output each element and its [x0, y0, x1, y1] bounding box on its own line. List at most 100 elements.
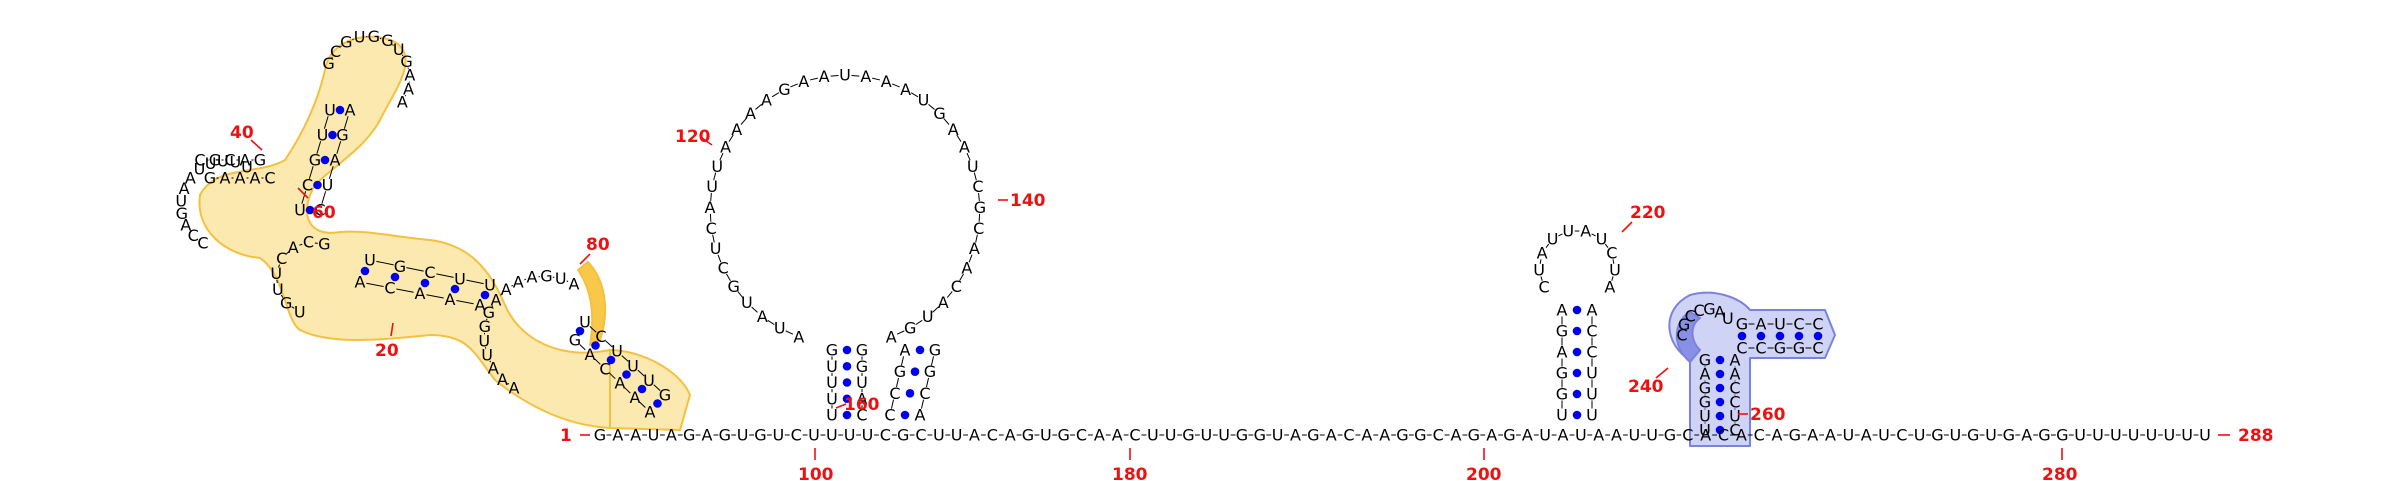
base-pair-dot	[842, 361, 852, 371]
nucleotide: C	[1685, 307, 1696, 326]
nucleotide: G	[2038, 426, 2050, 445]
base-pair-dot	[842, 378, 852, 387]
nucleotide: G	[1789, 426, 1801, 445]
backbone-segment	[456, 299, 474, 305]
nucleotide: A	[491, 290, 502, 309]
nucleotide: A	[630, 426, 641, 445]
backbone-segment	[308, 166, 314, 179]
backbone-segment	[975, 234, 978, 243]
nucleotide: G	[856, 357, 868, 376]
nucleotide: A	[1557, 343, 1568, 362]
backbone-segment	[830, 75, 839, 77]
backbone-segment	[1540, 276, 1543, 281]
base-pair-dot	[1715, 411, 1725, 421]
nucleotide: U	[741, 293, 753, 312]
base-pair-dot	[1572, 347, 1582, 357]
nucleotide: A	[220, 169, 231, 188]
nucleotide: U	[856, 373, 868, 392]
position-tick-60	[297, 187, 309, 199]
backbone-segment	[579, 344, 586, 351]
backbone-segment	[751, 306, 758, 313]
nucleotide: G	[1678, 315, 1690, 334]
nucleotide: A	[959, 138, 970, 157]
nucleotide: U	[478, 331, 490, 350]
nucleotide: A	[857, 389, 868, 408]
nucleotide: C	[1896, 426, 1907, 445]
nucleotide: A	[702, 426, 713, 445]
backbone-segment	[713, 172, 717, 181]
base-pair-dot	[1775, 331, 1785, 341]
backbone-layer	[206, 36, 2199, 436]
nucleotide: U	[1596, 229, 1608, 248]
backbone-segment	[507, 382, 510, 385]
backbone-segment	[401, 54, 404, 57]
nucleotide: G	[2056, 426, 2068, 445]
nucleotide: C	[599, 359, 610, 378]
nucleotide: G	[1967, 426, 1979, 445]
backbone-segment	[639, 401, 646, 408]
nucleotide: A	[501, 280, 512, 299]
nucleotide: C	[194, 151, 205, 170]
base-pair-dot	[575, 326, 585, 336]
nucleotide: A	[745, 104, 756, 123]
nucleotide: U	[826, 373, 838, 392]
nucleotide: U	[918, 91, 930, 110]
nucleotide: A	[404, 66, 415, 85]
nucleotide: A	[403, 80, 414, 99]
base-pair-dot	[1715, 397, 1725, 407]
nucleotide: U	[1040, 426, 1052, 445]
nucleotide: C	[330, 42, 341, 61]
nucleotide: G	[683, 426, 695, 445]
backbone-segment	[489, 360, 491, 363]
backbone-segment	[323, 116, 329, 129]
nucleotide: U	[294, 201, 306, 220]
nucleotide: C	[1718, 426, 1729, 445]
nucleotide: A	[1587, 301, 1598, 320]
nucleotide: A	[497, 370, 508, 389]
backbone-segment	[910, 92, 919, 98]
base-pair-dot	[480, 290, 490, 300]
base-pair-dot	[1715, 425, 1725, 435]
backbone-segment	[915, 319, 923, 326]
nucleotide: U	[1562, 222, 1574, 241]
backbone-segment	[1611, 276, 1614, 281]
nucleotide: G	[483, 303, 495, 322]
base-pair-dot	[1813, 331, 1823, 341]
backbone-segment	[624, 387, 631, 394]
nucleotide: G	[933, 104, 945, 123]
highlight-layer	[198, 35, 1836, 447]
nucleotide: A	[1730, 351, 1741, 370]
nucleotide: A	[720, 138, 731, 157]
highlight-pseudoknot-hot	[1675, 311, 1701, 363]
position-label-260: 260	[1750, 405, 1786, 425]
nucleotide: C	[1812, 315, 1823, 334]
base-pair-dot	[900, 410, 910, 420]
position-label-120: 120	[675, 127, 711, 147]
nucleotide: C	[1729, 393, 1740, 412]
backbone-segment	[491, 305, 494, 308]
nucleotide: U	[194, 160, 206, 179]
position-label-1: 1	[560, 426, 572, 446]
nucleotide: C	[1129, 426, 1140, 445]
nucleotide: A	[513, 272, 524, 291]
backbone-segment	[956, 134, 962, 142]
backbone-segment	[943, 118, 950, 125]
backbone-segment	[968, 254, 973, 263]
nucleotide: U	[324, 101, 336, 120]
nucleotide: A	[185, 168, 196, 187]
nucleotide: U	[1533, 261, 1545, 280]
nucleotide: U	[648, 426, 660, 445]
nucleotide: U	[322, 176, 334, 195]
nucleotide: U	[481, 346, 493, 365]
backbone-segment	[1604, 243, 1609, 249]
nucleotide: U	[484, 276, 496, 295]
backbone-segment	[728, 134, 734, 142]
nucleotide: C	[880, 426, 891, 445]
backbone-segment	[321, 191, 327, 204]
nucleotide: G	[1254, 426, 1266, 445]
backbone-segment	[1545, 243, 1550, 249]
position-label-280: 280	[2042, 465, 2078, 481]
position-tick-40	[250, 139, 263, 151]
backbone-segment	[785, 330, 794, 335]
